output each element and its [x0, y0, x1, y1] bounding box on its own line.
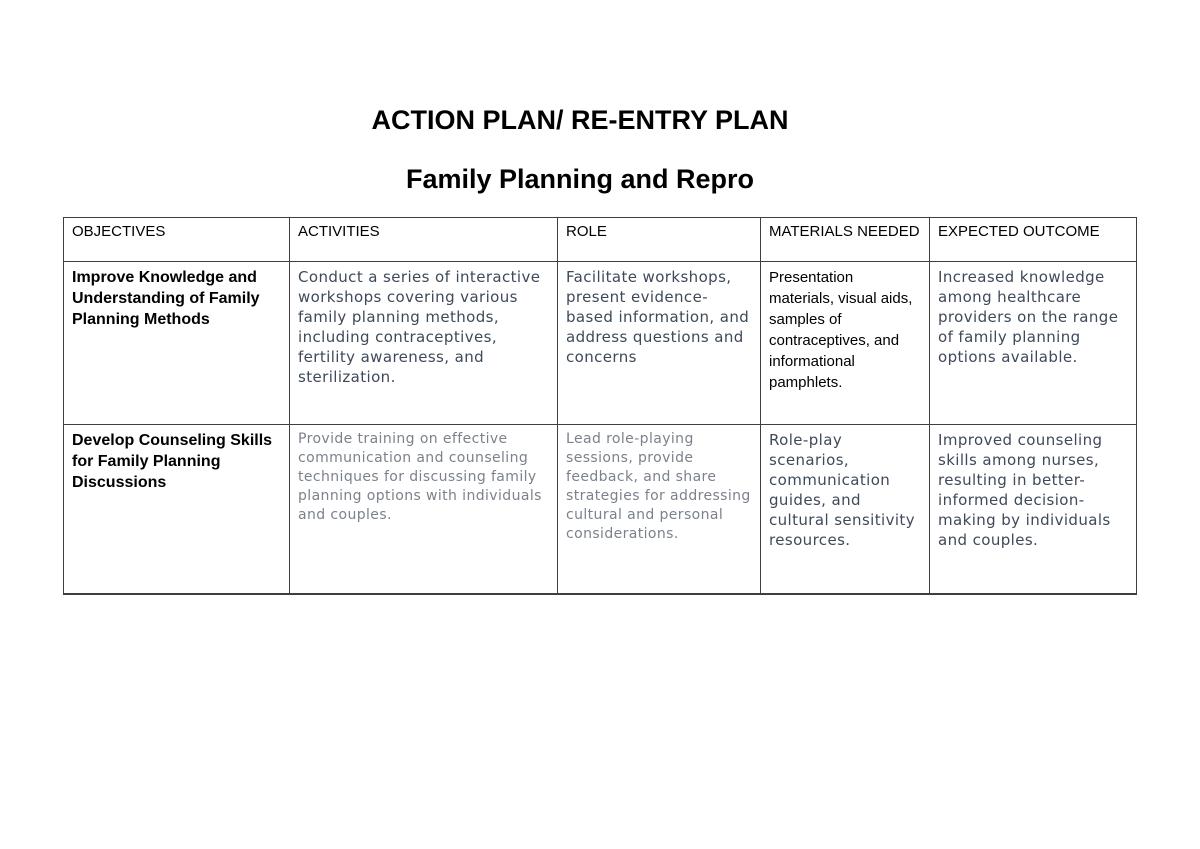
row1-activities-cell: Conduct a series of interactive workshop… [289, 261, 558, 426]
row2-objective-cell: Develop Counseling Skills for Family Pla… [63, 424, 290, 595]
action-plan-table: OBJECTIVES ACTIVITIES ROLE MATERIALS NEE… [63, 217, 1137, 596]
row2-materials-cell: Role-play scenarios, communication guide… [760, 424, 930, 595]
row1-outcome-cell: Increased knowledge among healthcare pro… [929, 261, 1137, 426]
column-header-outcome: EXPECTED OUTCOME [929, 217, 1137, 263]
row2-role-cell: Lead role-playing sessions, provide feed… [557, 424, 761, 595]
row1-role-cell: Facilitate workshops, present evidence-b… [557, 261, 761, 426]
column-header-role: ROLE [557, 217, 761, 263]
page-subtitle: Family Planning and Repro [405, 163, 755, 194]
row2-outcome-cell: Improved counseling skills among nurses,… [929, 424, 1137, 595]
table-row: Develop Counseling Skills for Family Pla… [63, 424, 1137, 595]
column-header-materials: MATERIALS NEEDED [760, 217, 930, 263]
row1-materials-cell: Presentation materials, visual aids, sam… [760, 261, 930, 426]
row1-objective-cell: Improve Knowledge and Understanding of F… [63, 261, 290, 426]
page-title: ACTION PLAN/ RE-ENTRY PLAN [371, 105, 789, 135]
document-page: ACTION PLAN/ RE-ENTRY PLAN Family Planni… [0, 105, 1200, 849]
row2-activities-cell: Provide training on effective communicat… [289, 424, 558, 595]
column-header-activities: ACTIVITIES [289, 217, 558, 263]
table-header-row: OBJECTIVES ACTIVITIES ROLE MATERIALS NEE… [63, 217, 1137, 263]
column-header-objectives: OBJECTIVES [63, 217, 290, 263]
table-row: Improve Knowledge and Understanding of F… [63, 261, 1137, 426]
